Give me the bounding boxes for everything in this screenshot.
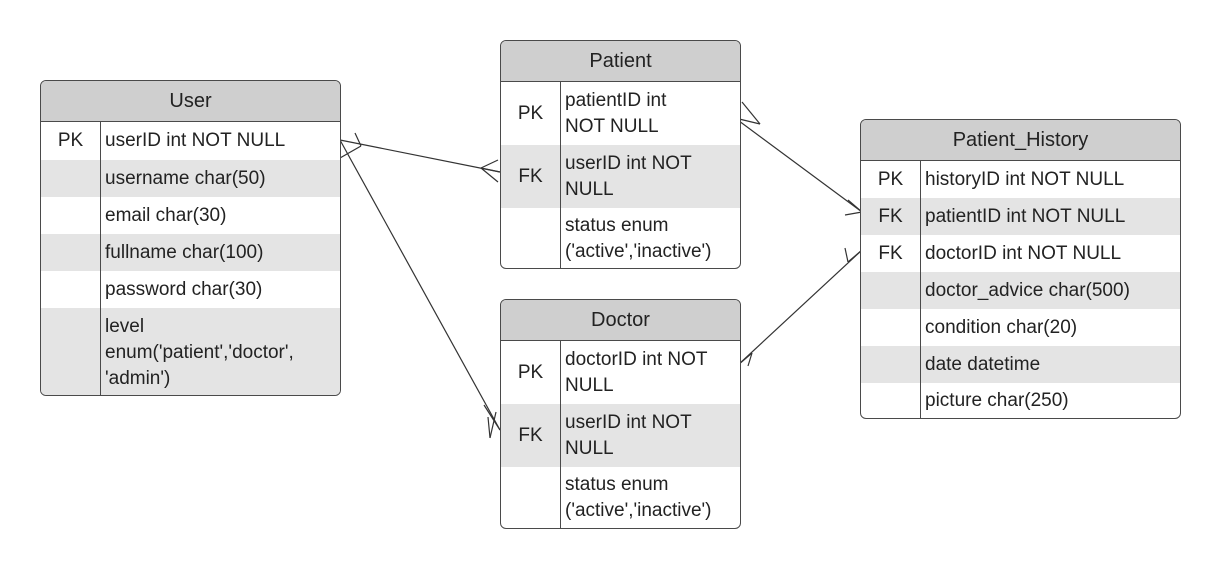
key-cell — [41, 308, 101, 395]
entity-user: User PK userID int NOT NULL username cha… — [40, 80, 341, 396]
key-cell — [861, 346, 921, 383]
table-row: FK userID int NOT NULL — [501, 145, 740, 208]
table-row: doctor_advice char(500) — [861, 272, 1180, 309]
field-cell: doctorID int NOT NULL — [925, 242, 1122, 264]
table-row: FK doctorID int NOT NULL — [861, 235, 1180, 272]
table-row: PK patientID int NOT NULL — [501, 82, 740, 145]
field-cell: userID int NOT NULL — [565, 411, 692, 459]
field-cell: userID int NOT NULL — [105, 130, 286, 151]
table-row: username char(50) — [41, 160, 340, 197]
key-cell — [861, 309, 921, 346]
table-row: status enum ('active','inactive') — [501, 208, 740, 268]
table-row: fullname char(100) — [41, 234, 340, 271]
field-cell: condition char(20) — [925, 316, 1078, 338]
key-cell — [501, 467, 561, 528]
field-cell: username char(50) — [105, 167, 266, 189]
field-cell: doctor_advice char(500) — [925, 279, 1130, 301]
table-row: FK userID int NOT NULL — [501, 404, 740, 467]
key-cell: PK — [41, 122, 101, 160]
table-row: status enum ('active','inactive') — [501, 467, 740, 528]
key-cell: PK — [501, 82, 561, 145]
relation-user-doctor — [339, 139, 501, 439]
relation-user-patient — [339, 132, 501, 183]
key-cell — [41, 160, 101, 197]
relation-doctor-history — [737, 247, 863, 367]
key-cell — [41, 271, 101, 308]
field-cell: status enum ('active','inactive') — [565, 474, 712, 521]
field-cell: status enum ('active','inactive') — [565, 214, 712, 262]
table-row: FK patientID int NOT NULL — [861, 198, 1180, 235]
field-cell: patientID int NOT NULL — [925, 205, 1126, 227]
field-cell: doctorID int NOT NULL — [565, 348, 708, 396]
key-cell: PK — [861, 161, 921, 198]
entity-title: User — [41, 81, 340, 122]
field-cell: userID int NOT NULL — [565, 152, 692, 200]
table-row: PK doctorID int NOT NULL — [501, 341, 740, 404]
entity-patient-history: Patient_History PK historyID int NOT NUL… — [860, 119, 1181, 419]
table-row: date datetime — [861, 346, 1180, 383]
key-cell: FK — [861, 235, 921, 272]
key-cell: PK — [501, 341, 561, 404]
entity-title: Patient — [501, 41, 740, 82]
relation-patient-history — [734, 101, 863, 216]
field-cell: fullname char(100) — [105, 241, 264, 263]
key-cell — [41, 234, 101, 271]
key-cell: FK — [501, 404, 561, 467]
field-cell: level enum('patient','doctor', 'admin') — [105, 315, 294, 389]
field-cell: historyID int NOT NULL — [925, 168, 1125, 190]
entity-title: Patient_History — [861, 120, 1180, 161]
field-cell: picture char(250) — [925, 390, 1069, 411]
key-cell — [501, 208, 561, 268]
field-cell: patientID int NOT NULL — [565, 89, 667, 137]
entity-patient: Patient PK patientID int NOT NULL FK use… — [500, 40, 741, 269]
table-row: password char(30) — [41, 271, 340, 308]
key-cell: FK — [861, 198, 921, 235]
field-cell: date datetime — [925, 353, 1041, 375]
table-row: email char(30) — [41, 197, 340, 234]
table-row: picture char(250) — [861, 383, 1180, 418]
key-cell — [861, 383, 921, 418]
table-row: PK historyID int NOT NULL — [861, 161, 1180, 198]
key-cell: FK — [501, 145, 561, 208]
entity-doctor: Doctor PK doctorID int NOT NULL FK userI… — [500, 299, 741, 529]
entity-title: Doctor — [501, 300, 740, 341]
table-row: condition char(20) — [861, 309, 1180, 346]
field-cell: email char(30) — [105, 204, 227, 226]
field-cell: password char(30) — [105, 278, 263, 300]
key-cell — [861, 272, 921, 309]
key-cell — [41, 197, 101, 234]
table-row: level enum('patient','doctor', 'admin') — [41, 308, 340, 395]
table-row: PK userID int NOT NULL — [41, 122, 340, 160]
